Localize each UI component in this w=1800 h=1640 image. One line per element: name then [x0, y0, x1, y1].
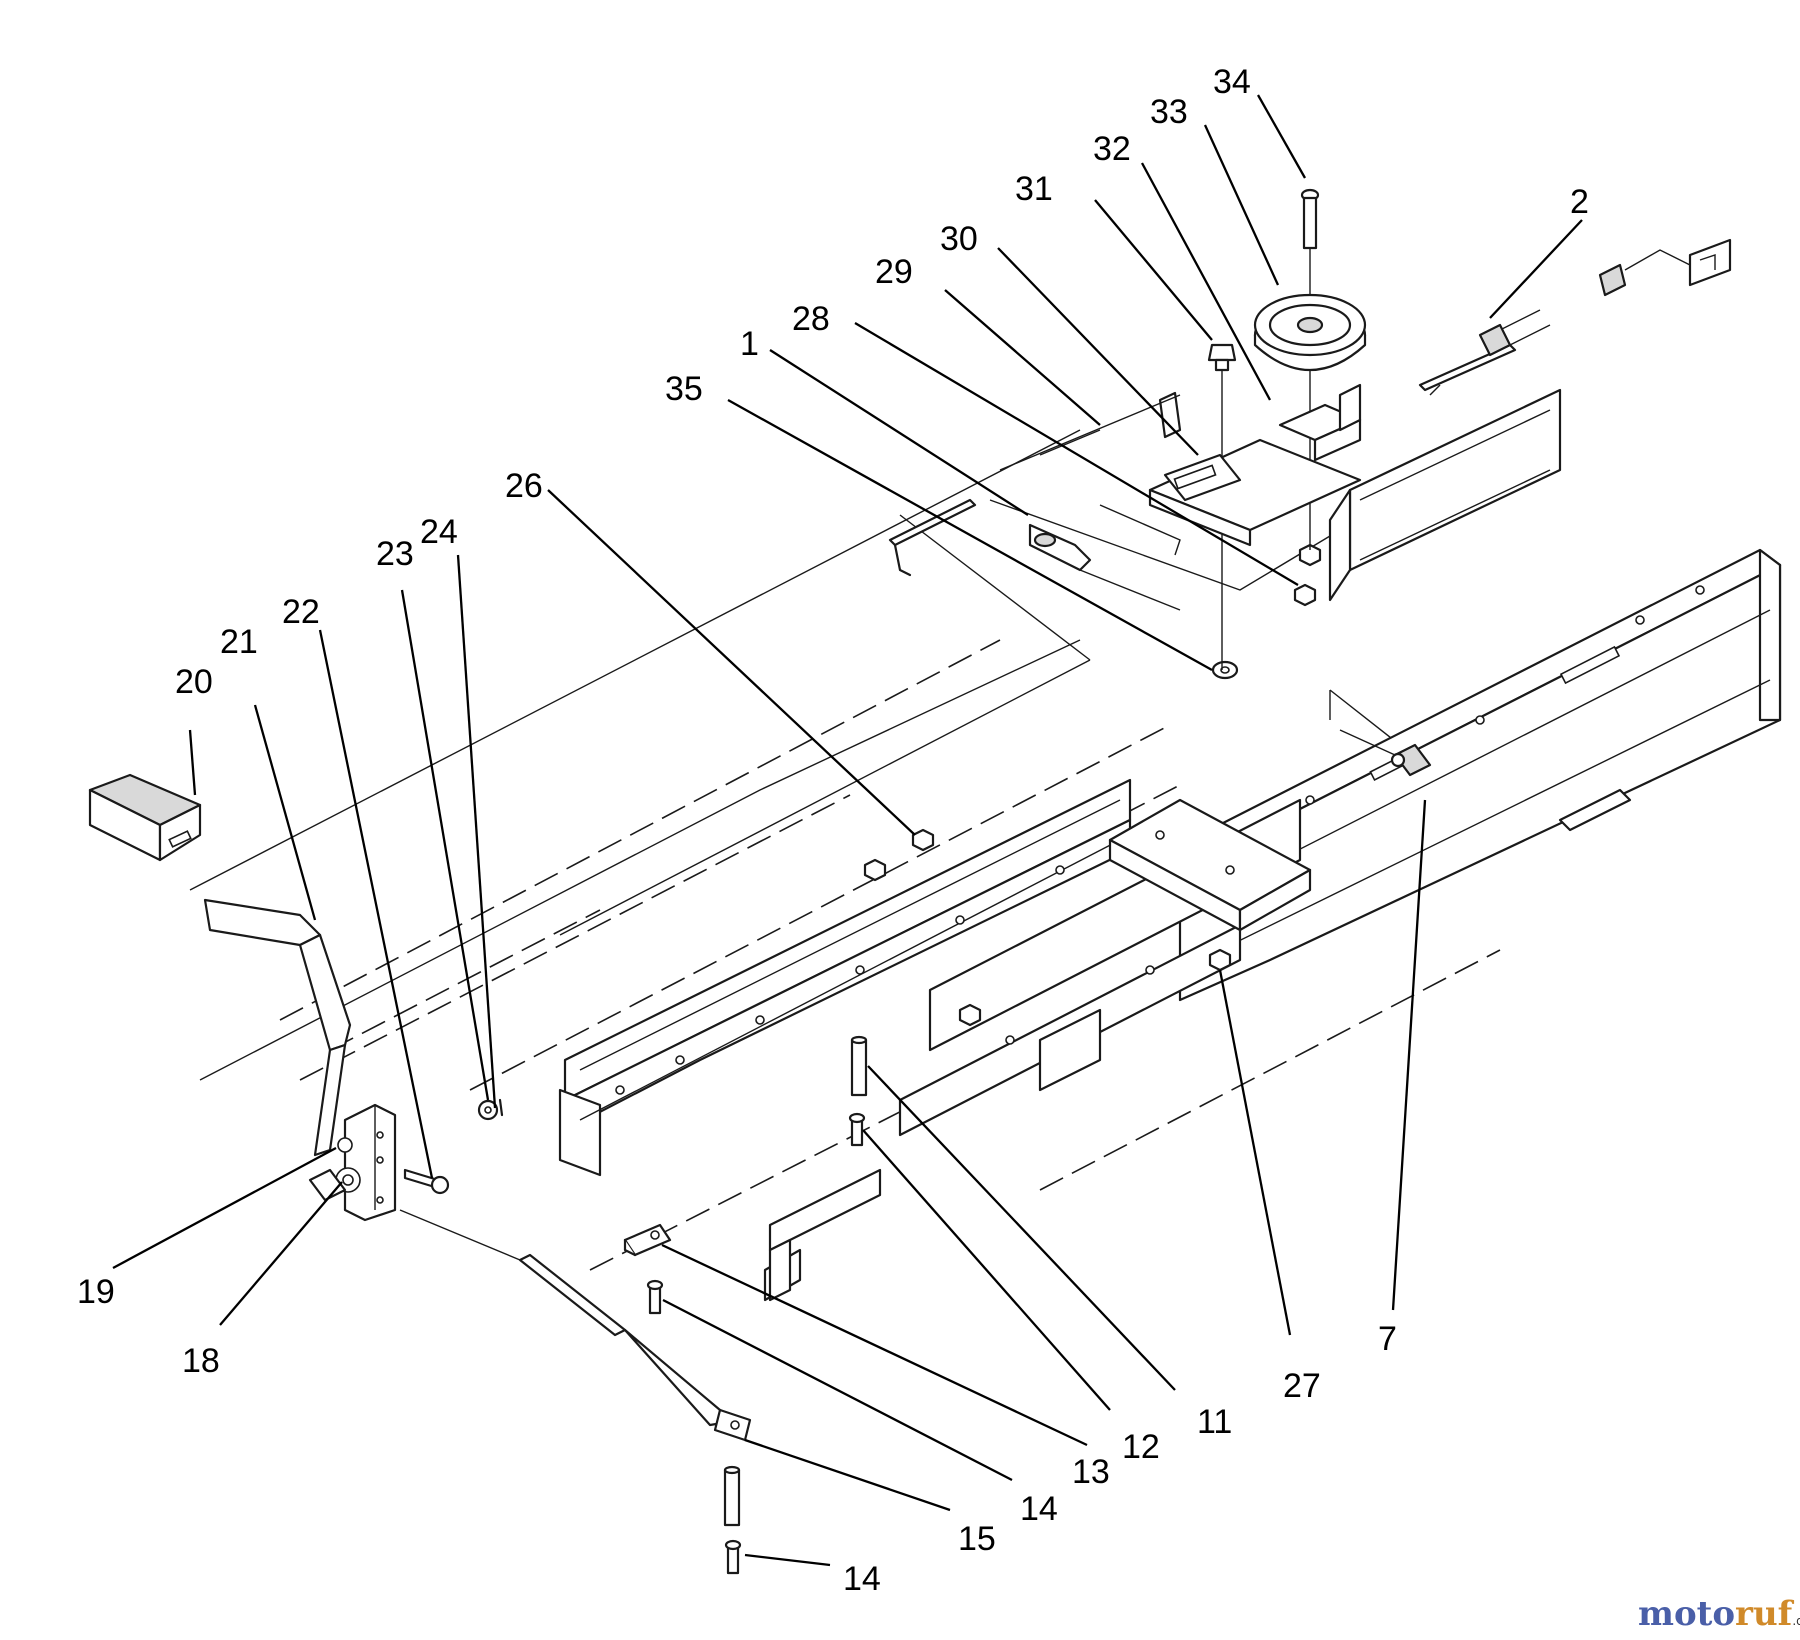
idler-bracket-32: [1278, 383, 1362, 462]
leader-lines: [112, 94, 1583, 1567]
pedal-arm: [203, 898, 352, 1157]
cross-member-plate: [1108, 798, 1312, 932]
frame-rail-center: [558, 778, 1132, 1177]
callout-labels: 34 33 32 31 2 30 29 28 1 35 26 24 23 22 …: [77, 63, 1589, 1598]
pin-24: [498, 1098, 504, 1117]
callout-33: 33: [1150, 93, 1188, 131]
callout-35: 35: [665, 370, 703, 408]
callout-20: 20: [175, 663, 213, 701]
frame-rail-upper: [1328, 388, 1562, 602]
spring-7: [1339, 729, 1432, 777]
callout-18: 18: [182, 1342, 220, 1380]
pivot-bracket: [308, 1103, 397, 1222]
callout-12: 12: [1122, 1428, 1160, 1466]
idler-pulley-33: [1253, 293, 1367, 372]
washer-35: [1211, 660, 1239, 680]
callout-31: 31: [1015, 170, 1053, 208]
callout-24: 24: [420, 513, 458, 551]
frame-rail-right: [1168, 548, 1782, 1002]
callout-15: 15: [958, 1520, 996, 1558]
callout-14-lower: 14: [843, 1560, 881, 1598]
phantom-lines: [279, 639, 1591, 1271]
bolt-14-lower: [724, 1539, 742, 1575]
callout-7: 7: [1378, 1320, 1397, 1358]
callout-30: 30: [940, 220, 978, 258]
nuts: [863, 543, 1322, 1027]
callout-1: 1: [740, 325, 759, 363]
callout-26: 26: [505, 467, 543, 505]
spring-2: [1418, 238, 1732, 396]
bolt-22: [403, 1168, 450, 1195]
callout-21: 21: [220, 623, 258, 661]
svg-text:motoruf.de: motoruf.de: [1638, 1594, 1800, 1634]
callout-32: 32: [1093, 130, 1131, 168]
tension-rod-1: [888, 498, 1181, 611]
callout-22: 22: [282, 593, 320, 631]
callout-27: 27: [1283, 1367, 1321, 1405]
watermark-logo: motoruf.de: [1638, 1594, 1800, 1634]
watermark-text-moto: moto: [1638, 1594, 1735, 1634]
callout-23: 23: [376, 535, 414, 573]
callout-28: 28: [792, 300, 830, 338]
callout-2: 2: [1570, 183, 1589, 221]
callout-29: 29: [875, 253, 913, 291]
washer-23: [477, 1099, 499, 1121]
callout-14-upper: 14: [1020, 1490, 1058, 1528]
clip-13: [623, 1223, 672, 1257]
callout-11: 11: [1197, 1403, 1232, 1441]
control-rod: [399, 1209, 752, 1442]
spacer-15: [723, 1465, 741, 1527]
lower-bracket: [763, 1168, 882, 1302]
pedal-pad: [88, 773, 202, 862]
callout-34: 34: [1213, 63, 1251, 101]
callout-19: 19: [77, 1273, 115, 1311]
watermark-tld: .de: [1792, 1614, 1800, 1628]
bolt-14-upper: [646, 1279, 664, 1315]
spacer-11: [850, 1035, 868, 1097]
callout-13: 13: [1072, 1453, 1110, 1491]
watermark-text-ruf: ruf: [1735, 1594, 1795, 1634]
bolt-12: [848, 1112, 866, 1147]
idler-arm-30: [999, 391, 1362, 547]
